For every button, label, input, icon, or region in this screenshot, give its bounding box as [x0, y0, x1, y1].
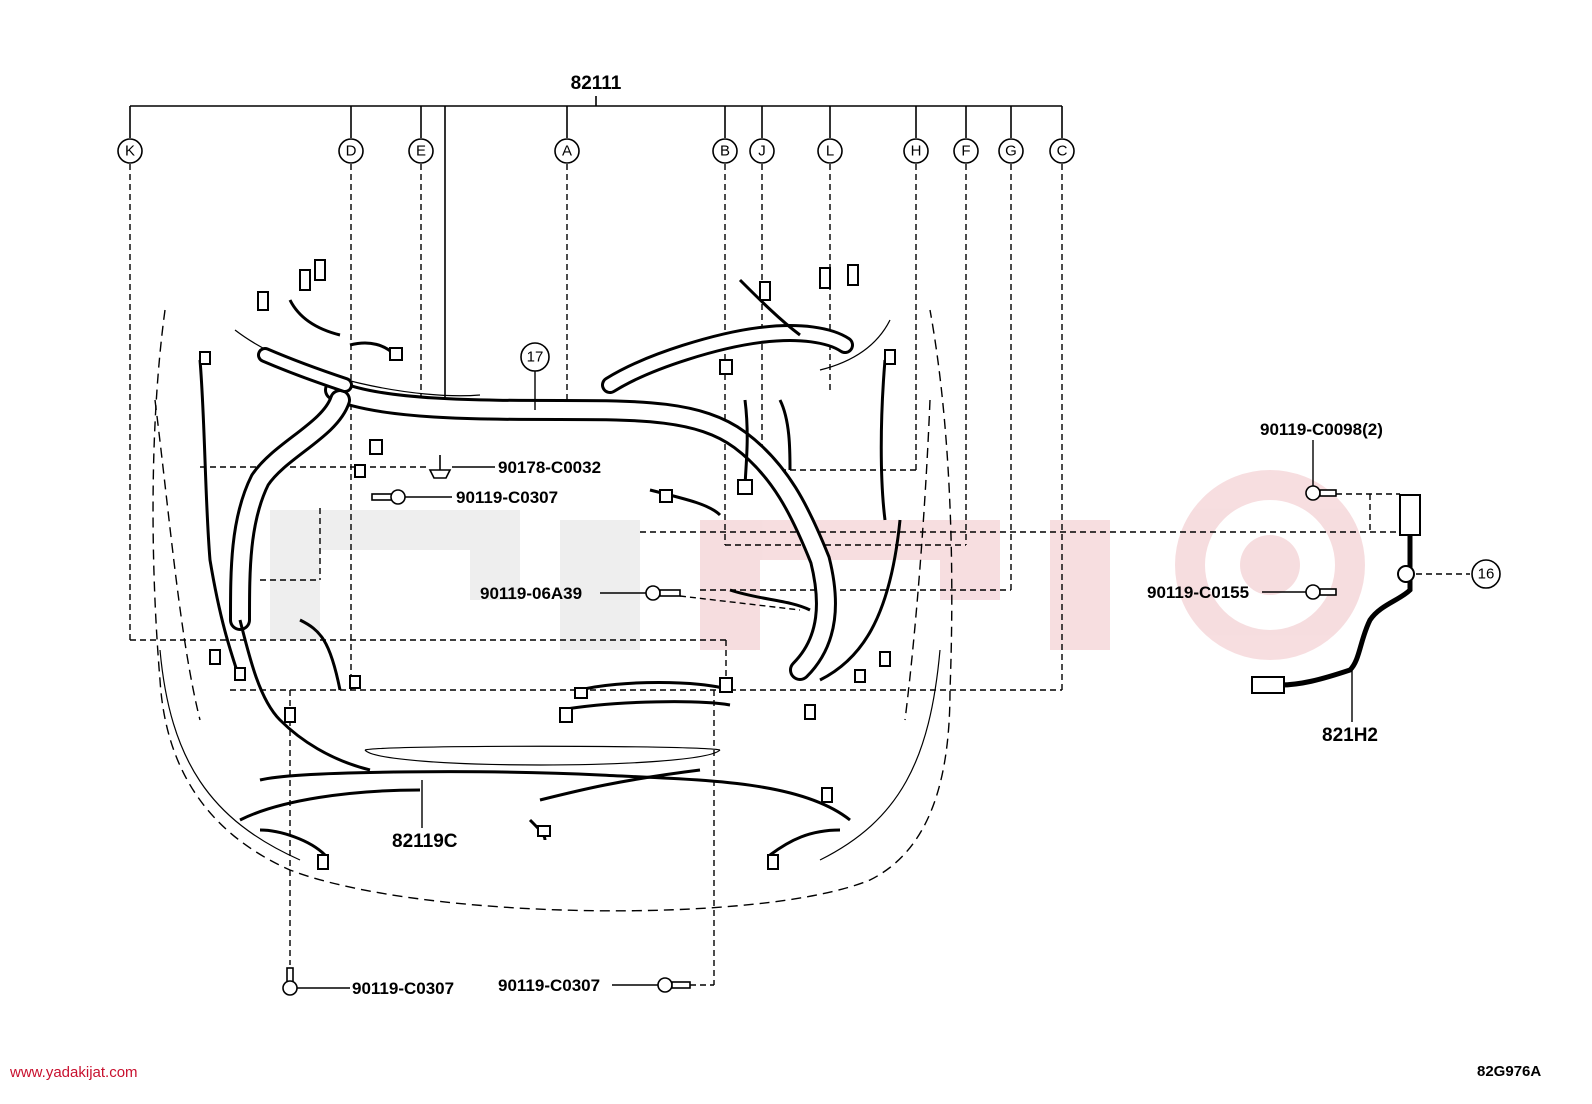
callout-labels: K D E A B J L H F G C 17 16 [125, 143, 1494, 583]
part-90119-c0307-b: 90119-C0307 [352, 979, 454, 998]
bolt-icon [1305, 584, 1337, 600]
part-90178-c0032: 90178-C0032 [498, 458, 601, 477]
harness-82119c: 82119C [392, 831, 458, 852]
website-watermark: www.yadakijat.com [10, 1064, 138, 1081]
bolt-icon [657, 977, 691, 993]
bolt-icon [645, 585, 681, 601]
main-part-number: 82111 [571, 73, 622, 94]
ref-16: 16 [1478, 566, 1495, 583]
side-harness-821h2 [1251, 494, 1421, 694]
callout-j: J [758, 143, 766, 160]
connectors [199, 259, 896, 870]
callout-k: K [125, 143, 135, 160]
part-90119-c0155: 90119-C0155 [1147, 583, 1249, 602]
diagram-code: 82G976A [1477, 1063, 1542, 1080]
part-90119-c0098: 90119-C0098(2) [1260, 420, 1383, 439]
callout-h: H [911, 143, 922, 160]
fastener-icons [282, 455, 1337, 996]
callout-l: L [826, 143, 834, 160]
callout-b: B [720, 143, 730, 160]
part-90119-06a39: 90119-06A39 [480, 584, 582, 603]
part-90119-c0307-a: 90119-C0307 [456, 488, 558, 507]
bolt-icon [371, 489, 406, 505]
part-90119-c0307-c: 90119-C0307 [498, 976, 600, 995]
callout-e: E [416, 143, 426, 160]
sub-wires [198, 278, 902, 857]
bolt-icon [1305, 485, 1337, 501]
callout-circles [117, 138, 1501, 589]
callout-d: D [346, 143, 357, 160]
callout-f: F [961, 143, 970, 160]
clip-90178-icon [428, 455, 452, 479]
ref-17: 17 [527, 349, 544, 366]
engine-bay-outline [152, 309, 953, 912]
callout-c: C [1057, 143, 1068, 160]
harness-821h2: 821H2 [1322, 725, 1378, 746]
watermark-logo [270, 470, 1365, 660]
top-bracket [129, 96, 1063, 410]
bolt-icon [282, 967, 298, 996]
main-harness [229, 324, 854, 681]
callout-g: G [1005, 143, 1017, 160]
part-leaders [297, 371, 1353, 989]
callout-a: A [562, 143, 572, 160]
